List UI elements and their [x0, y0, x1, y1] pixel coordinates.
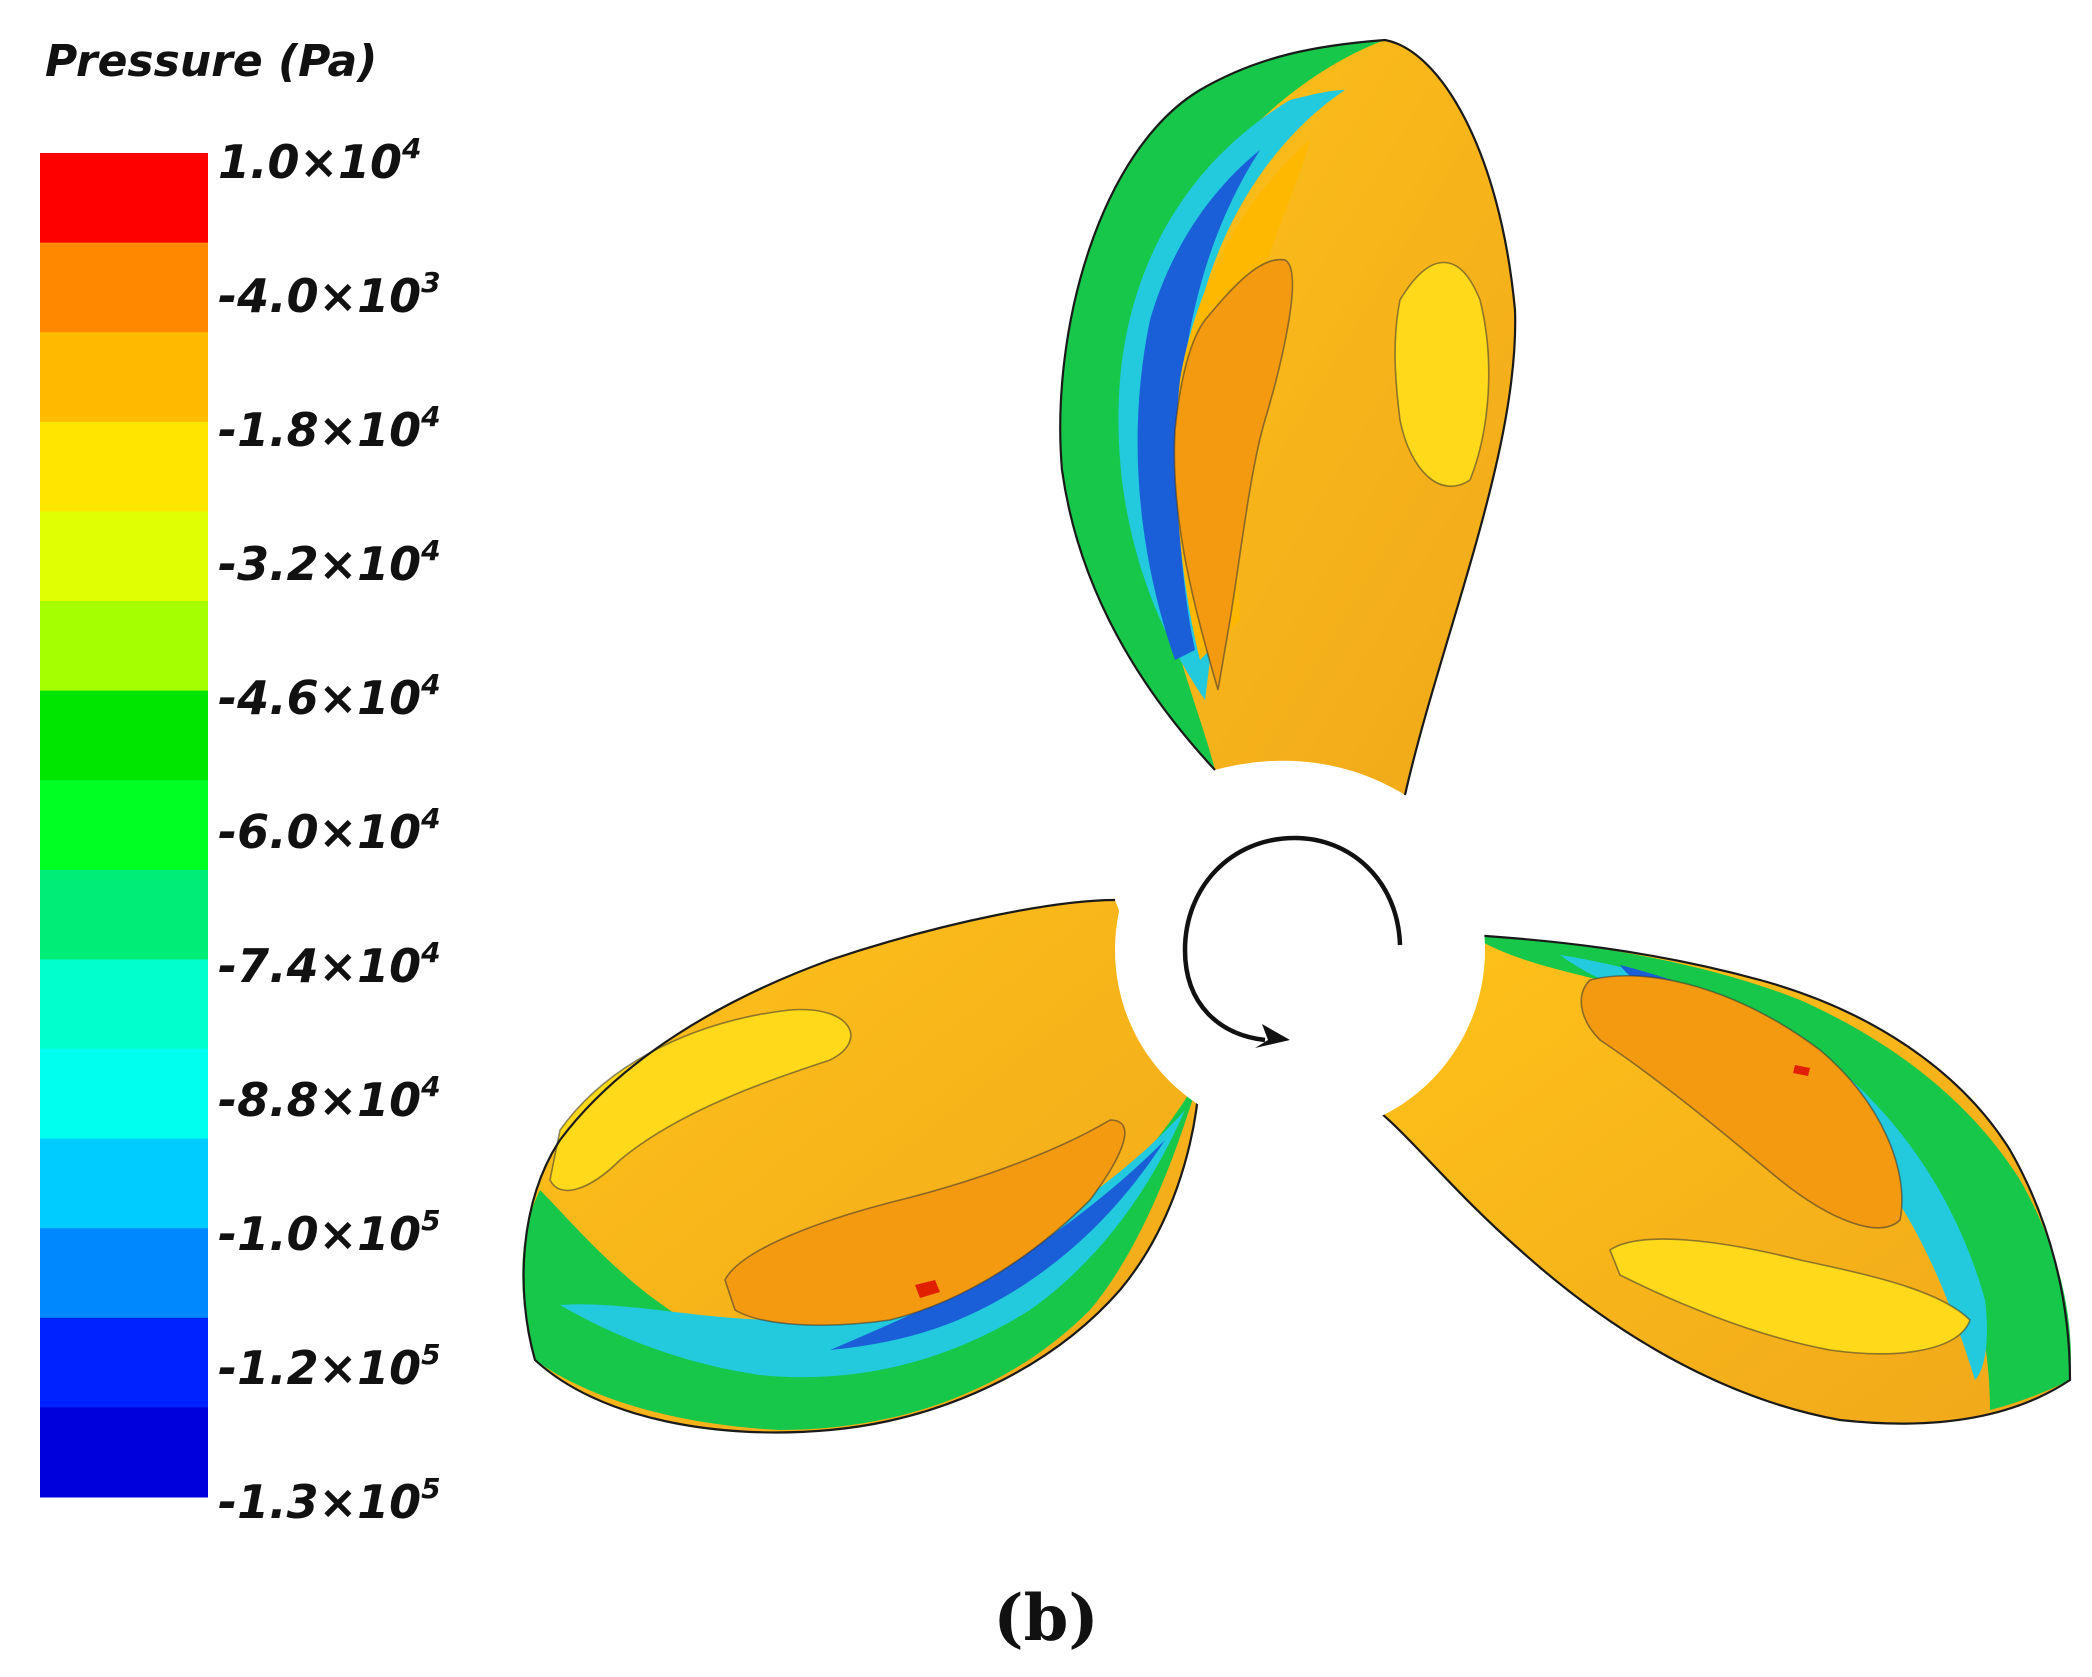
blade-top-green-band [1060, 40, 1385, 770]
legend-tick-labels: 1.0×104 -4.0×103 -1.8×104 -3.2×104 -4.6×104 -… [218, 132, 441, 1529]
rotation-arrow-icon [1182, 835, 1403, 1043]
legend-band [40, 1138, 208, 1229]
blade-right-yellow-zone [1610, 1239, 1970, 1354]
blade-left-low-pressure-zone [725, 1120, 1125, 1326]
legend-band [40, 242, 208, 333]
blade-left-cyan-band [560, 1110, 1185, 1378]
pressure-legend: Pressure (Pa) 1.0×104 -4.0×103 -1.8×104 -3.… [40, 36, 441, 1529]
propeller [522, 38, 2072, 1434]
blade-left-contour-2 [549, 1008, 852, 1192]
legend-tick-label: -1.3×105 [218, 1472, 441, 1529]
blade-top-outline [1059, 38, 1517, 796]
legend-tick-label: -1.0×105 [218, 1204, 441, 1261]
blade-top [1059, 38, 1517, 796]
legend-band [40, 780, 208, 871]
legend-tick-label: -6.0×104 [218, 802, 441, 859]
legend-tick-label: -8.8×104 [218, 1070, 441, 1127]
legend-band [40, 332, 208, 423]
blade-top-contour-2 [1394, 261, 1490, 487]
legend-tick-label: -3.2×104 [218, 534, 441, 591]
blade-right-low-pressure-zone [1581, 975, 1902, 1228]
legend-band [40, 421, 208, 512]
blade-top-yellow-zone [1395, 262, 1489, 487]
legend-band [40, 511, 208, 602]
legend-band [40, 690, 208, 781]
legend-band [40, 959, 208, 1050]
blade-top-contour [1173, 258, 1294, 691]
legend-band [40, 1228, 208, 1319]
blade-left-contour [724, 1119, 1126, 1326]
blade-right [1359, 933, 2072, 1425]
legend-tick-label: -4.0×103 [218, 266, 441, 323]
rotation-arrowhead-icon [1255, 1024, 1290, 1048]
legend-band [40, 1317, 208, 1408]
blade-left-peak-spot [915, 1280, 940, 1298]
legend-band [40, 1407, 208, 1498]
legend-tick-label: -1.8×104 [218, 400, 441, 457]
legend-band [40, 869, 208, 960]
blade-right-contour-2 [1609, 1238, 1971, 1355]
blade-left-yellow-zone [550, 1009, 851, 1191]
legend-title: Pressure (Pa) [45, 36, 377, 87]
blade-left [522, 898, 1202, 1434]
figure-caption: (b) [993, 1581, 1098, 1656]
legend-tick-label: 1.0×104 [218, 132, 422, 189]
legend-band [40, 601, 208, 692]
blade-top-low-pressure-zone [1174, 259, 1293, 690]
blade-right-contour [1580, 974, 1903, 1229]
legend-band [40, 153, 208, 244]
blade-top-blue-band [1137, 150, 1260, 660]
legend-tick-label: -4.6×104 [218, 668, 441, 725]
hub [1115, 765, 1485, 1135]
legend-color-bands [40, 153, 208, 1498]
blade-left-outline [522, 898, 1202, 1434]
legend-band [40, 1049, 208, 1140]
blade-right-peak-spot [1793, 1065, 1810, 1076]
blade-right-outline [1359, 933, 2072, 1425]
legend-tick-label: -7.4×104 [218, 936, 441, 993]
legend-tick-label: -1.2×105 [218, 1338, 441, 1395]
